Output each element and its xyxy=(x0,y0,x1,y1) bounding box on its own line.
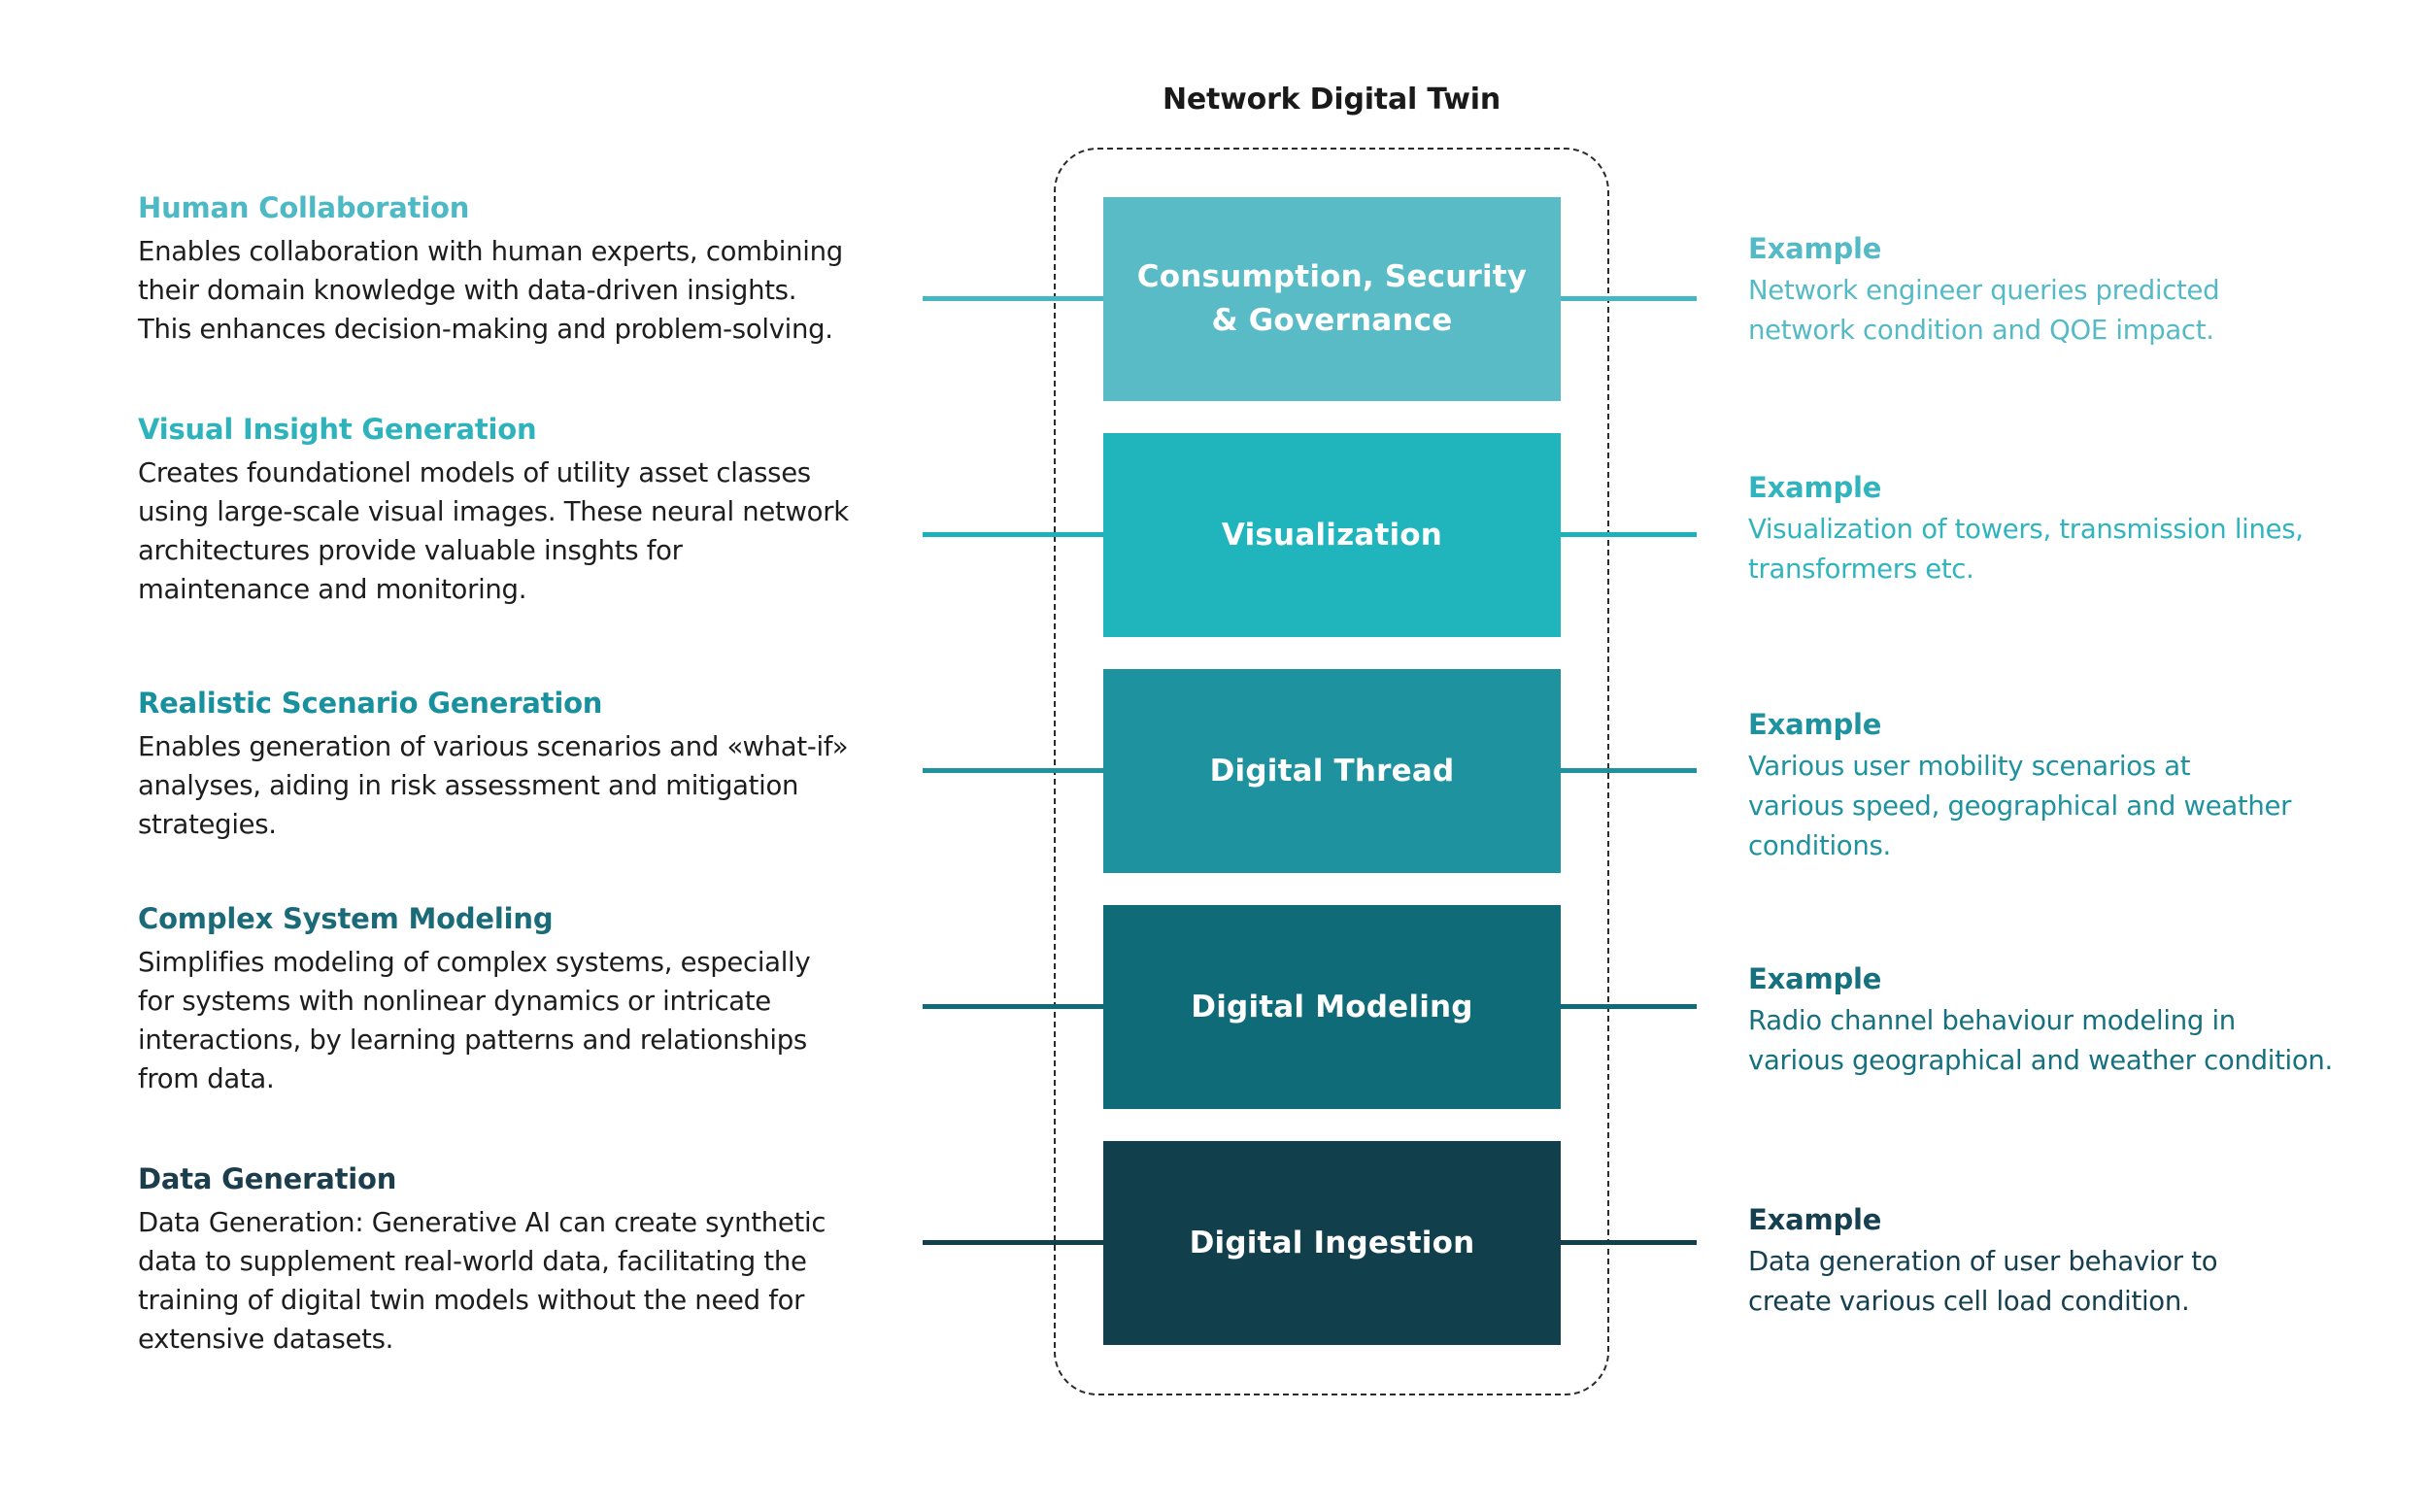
feature-heading: Realistic Scenario Generation xyxy=(138,687,603,720)
feature-description: Enables generation of various scenarios … xyxy=(138,731,849,840)
feature-description: Creates foundationel models of utility a… xyxy=(138,457,849,605)
stage-box-label: Visualization xyxy=(1221,517,1443,553)
feature-block-human-collaboration: Human Collaboration Enables collaboratio… xyxy=(138,190,983,349)
left-connector-line xyxy=(923,1240,1103,1245)
example-block: Example Data generation of user behavior… xyxy=(1748,1202,2418,1322)
stage-box-digital-ingestion: Digital Ingestion xyxy=(1103,1141,1561,1345)
example-heading: Example xyxy=(1748,232,1882,265)
left-connector-line xyxy=(923,296,1103,301)
feature-description: Simplifies modeling of complex systems, … xyxy=(138,947,811,1094)
feature-block-complex-system-modeling: Complex System Modeling Simplifies model… xyxy=(138,901,983,1098)
feature-heading: Complex System Modeling xyxy=(138,902,554,935)
example-text: Radio channel behaviour modeling in vari… xyxy=(1748,1005,2333,1076)
example-heading: Example xyxy=(1748,471,1882,504)
left-connector-line xyxy=(923,768,1103,773)
example-heading: Example xyxy=(1748,962,1882,995)
feature-block-realistic-scenario-generation: Realistic Scenario Generation Enables ge… xyxy=(138,686,983,844)
stage-box-visualization: Visualization xyxy=(1103,433,1561,637)
feature-description: Enables collaboration with human experts… xyxy=(138,236,843,345)
feature-heading: Visual Insight Generation xyxy=(138,413,537,446)
example-heading: Example xyxy=(1748,1203,1882,1236)
diagram-title: Network Digital Twin xyxy=(1162,83,1501,117)
example-block: Example Network engineer queries predict… xyxy=(1748,231,2418,351)
example-block: Example Visualization of towers, transmi… xyxy=(1748,470,2418,589)
stage-box-consumption-security-governance: Consumption, Security & Governance xyxy=(1103,197,1561,401)
feature-description: Data Generation: Generative AI can creat… xyxy=(138,1207,826,1355)
example-block: Example Various user mobility scenarios … xyxy=(1748,707,2418,866)
feature-block-visual-insight-generation: Visual Insight Generation Creates founda… xyxy=(138,412,983,609)
left-connector-line xyxy=(923,1004,1103,1009)
example-text: Network engineer queries predicted netwo… xyxy=(1748,275,2220,346)
example-heading: Example xyxy=(1748,708,1882,741)
feature-block-data-generation: Data Generation Data Generation: Generat… xyxy=(138,1161,983,1359)
right-connector-line xyxy=(1561,768,1697,773)
example-text: Data generation of user behavior to crea… xyxy=(1748,1246,2218,1317)
stage-box-label: Digital Ingestion xyxy=(1189,1225,1475,1260)
right-connector-line xyxy=(1561,1004,1697,1009)
left-connector-line xyxy=(923,532,1103,537)
right-connector-line xyxy=(1561,1240,1697,1245)
example-block: Example Radio channel behaviour modeling… xyxy=(1748,961,2418,1081)
right-connector-line xyxy=(1561,296,1697,301)
stage-box-digital-thread: Digital Thread xyxy=(1103,669,1561,873)
example-text: Various user mobility scenarios at vario… xyxy=(1748,751,2292,861)
stage-box-digital-modeling: Digital Modeling xyxy=(1103,905,1561,1109)
stage-box-label: Digital Modeling xyxy=(1191,989,1473,1025)
stage-box-label: Digital Thread xyxy=(1209,753,1455,789)
stage-box-label: Consumption, Security & Governance xyxy=(1136,259,1528,338)
feature-heading: Data Generation xyxy=(138,1162,397,1195)
right-connector-line xyxy=(1561,532,1697,537)
feature-heading: Human Collaboration xyxy=(138,191,470,224)
example-text: Visualization of towers, transmission li… xyxy=(1748,514,2304,585)
